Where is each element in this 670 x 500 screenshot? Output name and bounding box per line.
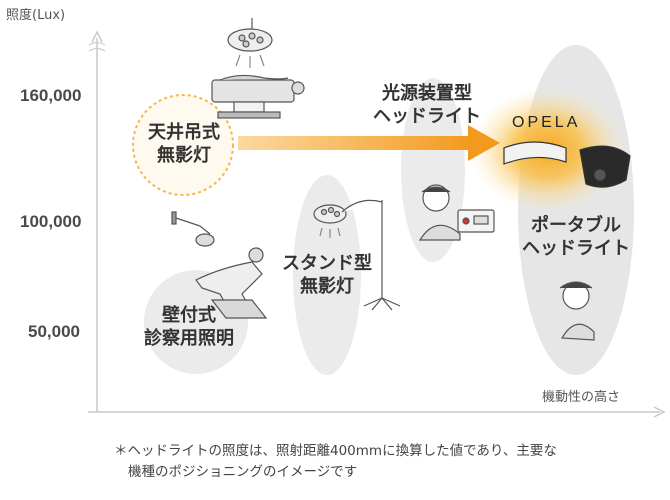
ceiling-category-circle: [132, 94, 234, 196]
source-category-label: 光源装置型 ヘッドライト: [366, 82, 488, 128]
portable-headlight-illustration: [559, 281, 595, 341]
y-axis-break: [88, 41, 106, 52]
y-tick-100000: 100,000: [20, 212, 82, 231]
wall-category-line1: 壁付式: [162, 305, 216, 326]
stand-category-line2: 無影灯: [300, 276, 354, 297]
y-axis-label: 照度(Lux): [6, 8, 66, 23]
y-tick-50000: 50,000: [28, 322, 80, 341]
ceiling-category-label: 天井吊式 無影灯: [143, 121, 225, 167]
stand-category-line1: スタンド型: [282, 253, 372, 274]
source-category-ellipse: [401, 78, 465, 262]
footnote-line1: ＊ヘッドライトの照度は、照射距離400mmに換算した値であり、主要な: [114, 443, 557, 459]
stand-light-illustration: [313, 199, 401, 311]
source-headlight-illustration: [418, 184, 495, 241]
x-axis-label: 機動性の高さ: [542, 390, 621, 405]
wall-light-illustration: [171, 211, 268, 319]
portable-category-label: ポータブル ヘッドライト: [515, 214, 637, 260]
ceiling-category-line1: 天井吊式: [148, 122, 220, 143]
arrow-shaft: [238, 136, 470, 150]
portable-category-line2: ヘッドライト: [522, 238, 630, 259]
ceiling-category-line2: 無影灯: [157, 145, 211, 166]
y-axis-arrowhead: [91, 30, 103, 43]
x-axis-arrowhead: [653, 406, 666, 418]
opela-headlight-product: [503, 141, 631, 188]
y-tick-160000: 160,000: [20, 86, 82, 105]
footnote-line2: 機種のポジショニングのイメージです: [128, 464, 358, 480]
source-category-line1: 光源装置型: [382, 83, 472, 104]
footnote: ＊ヘッドライトの照度は、照射距離400mmに換算した値であり、主要な 機種のポジ…: [114, 441, 557, 483]
stand-category-label: スタンド型 無影灯: [272, 252, 382, 298]
wall-category-line2: 診察用照明: [144, 328, 234, 349]
portable-category-line1: ポータブル: [531, 215, 621, 236]
source-category-line2: ヘッドライト: [373, 106, 481, 127]
ceiling-light-illustration: [211, 18, 305, 119]
wall-category-label: 壁付式 診察用照明: [124, 304, 254, 350]
stand-category-ellipse: [293, 175, 361, 375]
arrow-head: [468, 125, 500, 161]
opela-logo-text: OPELA: [512, 114, 580, 131]
